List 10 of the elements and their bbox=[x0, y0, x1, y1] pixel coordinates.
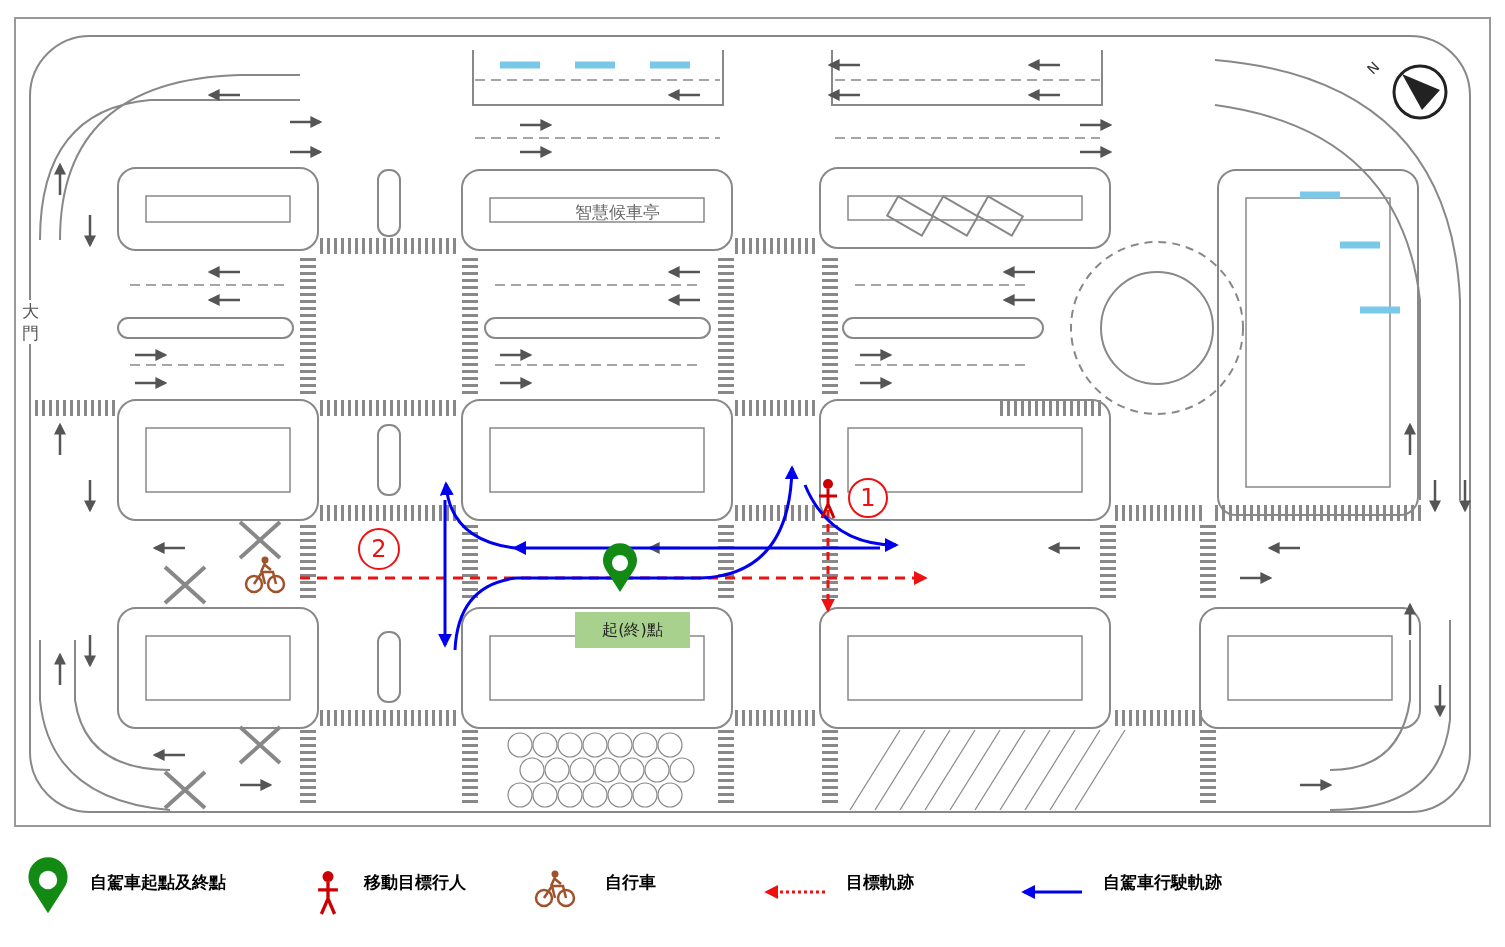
legend-text: 自駕車起點及終點 bbox=[89, 871, 227, 894]
legend-text: 自駕車行駛軌跡 bbox=[1101, 871, 1223, 894]
north-label: N bbox=[1363, 58, 1383, 78]
gate-label: 大門 bbox=[22, 300, 41, 344]
legend-text: 自行車 bbox=[603, 871, 657, 894]
circled-number: 1 bbox=[848, 478, 888, 518]
legend-text: 移動目標行人 bbox=[362, 871, 467, 894]
circled-number: 2 bbox=[358, 528, 400, 570]
start-point-box: 起(終)點 bbox=[575, 612, 690, 648]
legend-text: 目標軌跡 bbox=[845, 871, 915, 894]
